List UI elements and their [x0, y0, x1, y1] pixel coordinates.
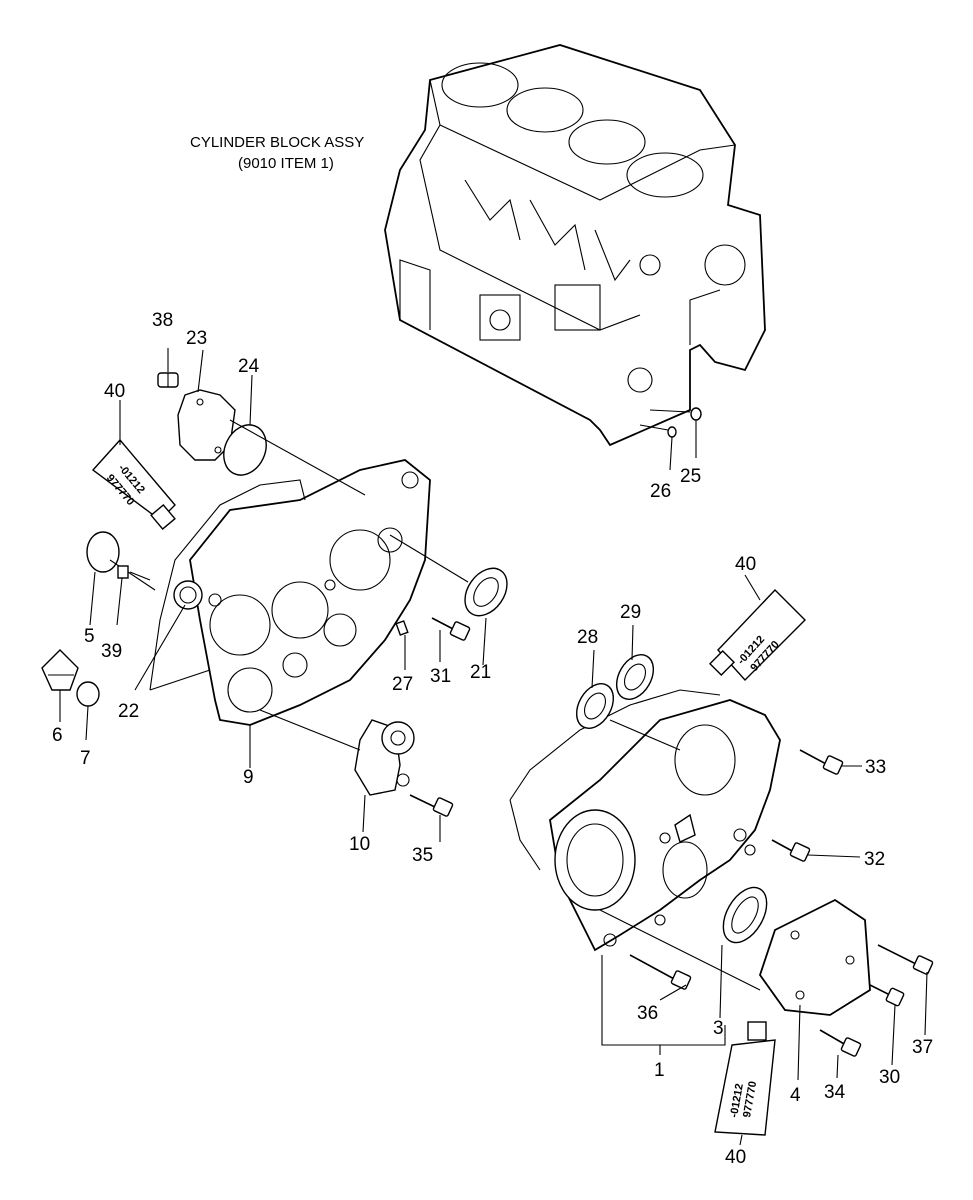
callout-10: 10 [349, 834, 370, 855]
cover-plate-4 [759, 898, 871, 1016]
o-ring-25 [690, 407, 702, 421]
sealant-tube-upper-left: -01212 977770 [91, 438, 176, 531]
callout-26: 26 [650, 481, 671, 502]
callout-31: 31 [430, 666, 451, 687]
oil-seal-3 [722, 886, 768, 944]
o-ring-24 [223, 424, 267, 476]
callout-numbers: 38 23 24 40 26 25 40 29 28 5 39 27 31 21… [52, 310, 933, 1168]
sealant-tube-bottom: -01212 977770 [714, 1021, 776, 1136]
callout-34: 34 [824, 1082, 846, 1103]
assembly-label-line1: CYLINDER BLOCK ASSY [190, 134, 364, 151]
callout-22: 22 [118, 701, 139, 722]
callout-40-bottom: 40 [725, 1147, 746, 1168]
bolt-31 [431, 617, 471, 641]
plug-22 [173, 580, 203, 610]
gear-case-housing [149, 459, 431, 726]
bearing-29 [615, 654, 655, 700]
callout-21: 21 [470, 662, 491, 683]
bolt-36 [629, 954, 692, 990]
callout-7: 7 [80, 748, 91, 769]
callout-38: 38 [152, 310, 173, 331]
bolt-33 [799, 749, 844, 775]
tube-text-line1: -01212 [728, 1083, 746, 1119]
bolt-30 [869, 984, 905, 1007]
callout-25: 25 [680, 466, 701, 487]
bearing-28 [575, 683, 615, 729]
o-ring-7 [76, 681, 100, 707]
callout-32: 32 [864, 849, 885, 870]
cap-6 [41, 649, 79, 691]
callout-37: 37 [912, 1037, 933, 1058]
callout-35: 35 [412, 845, 433, 866]
callout-23: 23 [186, 328, 207, 349]
callout-24: 24 [238, 356, 260, 377]
part-39 [117, 565, 129, 579]
sealant-tube-upper-right: -01212 977770 [708, 588, 806, 682]
oil-pump-10 [354, 719, 415, 796]
cover-23 [177, 389, 236, 461]
pin-27 [395, 620, 409, 636]
callout-29: 29 [620, 602, 641, 623]
callout-33: 33 [865, 757, 886, 778]
bolt-37 [877, 944, 934, 975]
callout-39: 39 [101, 641, 122, 662]
bolt-35 [409, 794, 454, 817]
callout-1: 1 [654, 1060, 665, 1081]
callout-3: 3 [713, 1018, 724, 1039]
callout-6: 6 [52, 725, 63, 746]
gear-case-cover [509, 689, 781, 952]
bolt-38 [157, 372, 179, 388]
cylinder-block [384, 44, 766, 447]
callout-9: 9 [243, 767, 254, 788]
callout-27: 27 [392, 674, 413, 695]
callout-40-upper-left: 40 [104, 381, 125, 402]
callout-28: 28 [577, 627, 598, 648]
assembly-label-line2: (9010 ITEM 1) [238, 155, 334, 172]
callout-36: 36 [637, 1003, 658, 1024]
leader-lines [59, 348, 928, 1146]
bolt-34 [819, 1029, 862, 1057]
callout-40-upper-right: 40 [735, 554, 756, 575]
callout-5: 5 [84, 626, 95, 647]
callout-4: 4 [790, 1085, 801, 1106]
o-ring-26 [667, 426, 677, 438]
callout-30: 30 [879, 1067, 900, 1088]
bearing-21 [464, 567, 508, 617]
bolt-32 [771, 839, 811, 862]
o-ring-5 [86, 531, 120, 573]
